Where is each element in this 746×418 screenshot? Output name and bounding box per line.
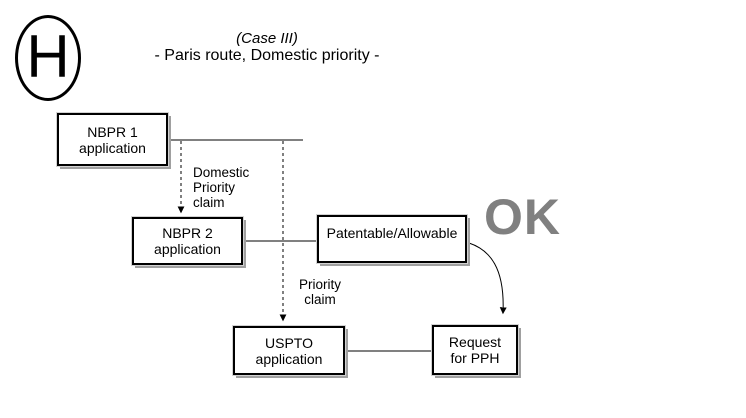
patentable-to-pph-curved-arrow — [468, 242, 507, 315]
subtitle: - Paris route, Domestic priority - — [154, 47, 380, 64]
title-block: (Case III) - Paris route, Domestic prior… — [117, 30, 417, 65]
h-badge-ellipse: H — [15, 15, 81, 101]
ok-status-text: OK — [484, 189, 561, 245]
box-nbpr2-application: NBPR 2 application — [132, 217, 243, 265]
domestic-priority-claim-label: Domestic Priority claim — [193, 165, 250, 210]
box-uspto-application: USPTO application — [233, 326, 345, 375]
box-patentable-allowable: Patentable/Allowable — [317, 215, 467, 263]
h-badge-letter: H — [26, 22, 70, 90]
case-title: (Case III) — [236, 30, 298, 47]
box-nbpr1-application: NBPR 1 application — [57, 113, 168, 166]
priority-claim-label: Priority claim — [298, 277, 341, 307]
box-request-for-pph: Request for PPH — [432, 325, 518, 375]
